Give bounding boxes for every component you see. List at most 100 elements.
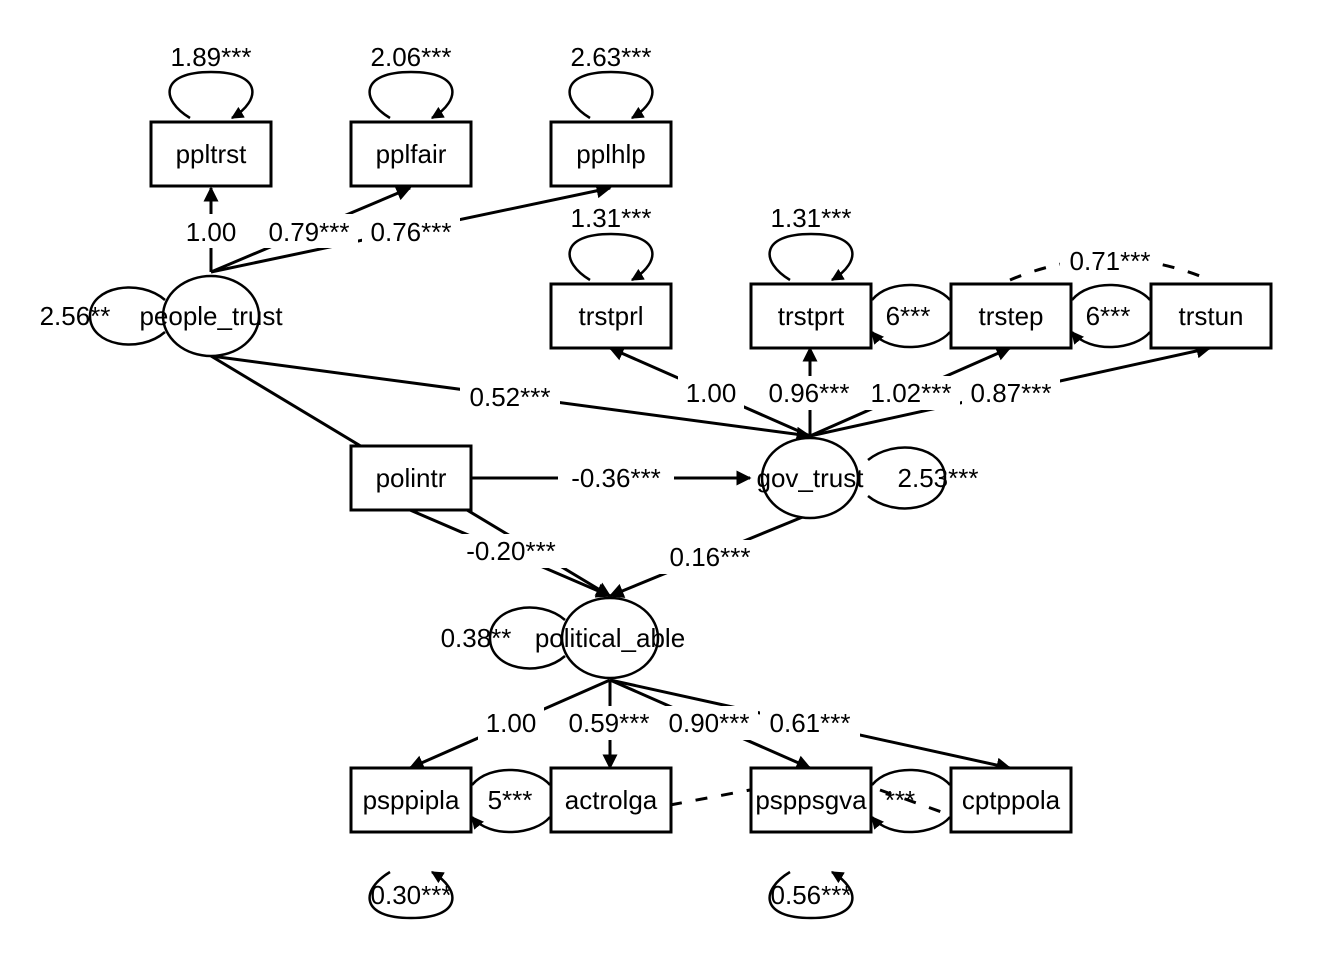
var-psppipla: 0.30*** bbox=[371, 880, 452, 910]
path-people-gov: 0.52*** bbox=[470, 382, 551, 412]
loop-political-able bbox=[488, 606, 566, 670]
cov-loop-trstprt-trstep bbox=[872, 283, 951, 349]
box-pplfair[interactable] bbox=[349, 120, 473, 188]
box-actrolga[interactable] bbox=[549, 766, 673, 834]
var-trstprl: 1.31*** bbox=[571, 203, 652, 233]
load-able-cptppola: 0.61*** bbox=[770, 708, 851, 738]
bg-load-pplfair bbox=[262, 214, 358, 248]
load-gov-trstprl: 1.00 bbox=[686, 378, 737, 408]
bg-load-pplhlp bbox=[362, 214, 460, 248]
box-ppltrst[interactable] bbox=[149, 120, 273, 188]
loop-psppsgva bbox=[768, 870, 854, 920]
bg-load-ppltrst bbox=[178, 214, 244, 248]
label-polintr: polintr bbox=[376, 463, 447, 493]
label-trstun: trstun bbox=[1178, 301, 1243, 331]
label-cptppola: cptppola bbox=[962, 785, 1061, 815]
load-people-pplhlp: 0.76*** bbox=[371, 217, 452, 247]
label-pplhlp: pplhlp bbox=[576, 139, 645, 169]
loop-pplfair bbox=[368, 70, 454, 120]
estimate-labels: 1.89*** 2.06*** 2.63*** 1.31*** 1.31*** … bbox=[40, 42, 1151, 910]
box-polintr[interactable] bbox=[349, 444, 473, 512]
load-people-ppltrst: 1.00 bbox=[186, 217, 237, 247]
bg-load-trstun bbox=[962, 376, 1060, 410]
path-gov-able: 0.16*** bbox=[670, 542, 751, 572]
label-gov-trust: gov_trust bbox=[757, 463, 865, 493]
label-people-trust: people_trust bbox=[139, 301, 283, 331]
variance-loops bbox=[88, 70, 1151, 920]
var-ppltrst: 1.89*** bbox=[171, 42, 252, 72]
path-polintr-gov: -0.36*** bbox=[571, 463, 661, 493]
cov-label-trstep-trstun: 6*** bbox=[1086, 301, 1131, 331]
cov-loop-trstep-trstun bbox=[1072, 283, 1151, 349]
label-actrolga: actrolga bbox=[565, 785, 658, 815]
path-polintr-able: -0.20*** bbox=[466, 536, 556, 566]
label-trstprt: trstprt bbox=[778, 301, 845, 331]
cov-label-trstprt-trstun: 0.71*** bbox=[1070, 246, 1151, 276]
loop-trstprt bbox=[768, 232, 854, 282]
load-gov-trstep: 1.02*** bbox=[871, 378, 952, 408]
cov-trstprt-trstun bbox=[1009, 257, 1211, 282]
latent-political-able[interactable] bbox=[560, 596, 660, 680]
label-ppltrst: ppltrst bbox=[176, 139, 248, 169]
cov-label-psppsgva-cptppola: *** bbox=[885, 785, 915, 815]
box-cptppola[interactable] bbox=[949, 766, 1073, 834]
box-psppipla[interactable] bbox=[349, 766, 473, 834]
loop-trstprl bbox=[568, 232, 654, 282]
load-people-pplfair: 0.79*** bbox=[269, 217, 350, 247]
loop-gov-trust bbox=[867, 446, 947, 510]
box-trstprt[interactable] bbox=[749, 282, 873, 350]
bg-load-cptppola bbox=[760, 706, 860, 740]
bg-load-trstep bbox=[862, 376, 960, 410]
cov-loop-psppipla-actrolga bbox=[472, 768, 551, 834]
latent-nodes bbox=[161, 274, 860, 680]
cov-label-trstprt-trstep: 6*** bbox=[886, 301, 931, 331]
cov-psppsgva-cptppola bbox=[879, 788, 951, 817]
bg-load-trstprl bbox=[678, 376, 744, 410]
loop-people-trust bbox=[88, 286, 166, 346]
box-trstun[interactable] bbox=[1149, 282, 1273, 350]
latent-people-trust[interactable] bbox=[161, 274, 261, 358]
bg-load-actrolga bbox=[560, 706, 658, 740]
observed-nodes bbox=[149, 120, 1273, 834]
bg-path-polintr-gov bbox=[558, 461, 674, 495]
bg-path-polintr-able bbox=[456, 534, 566, 568]
box-psppsgva[interactable] bbox=[749, 766, 873, 834]
label-pplfair: pplfair bbox=[376, 139, 447, 169]
bg-cov-trstprt-trstun bbox=[1060, 244, 1160, 278]
bg-load-trstprt bbox=[760, 376, 858, 410]
box-pplhlp[interactable] bbox=[549, 120, 673, 188]
bg-path-gov-able bbox=[660, 540, 760, 574]
node-labels: ppltrst pplfair pplhlp trstprl trstprt t… bbox=[139, 139, 1243, 815]
load-able-psppipla: 1.00 bbox=[486, 708, 537, 738]
var-gov-trust: 2.53*** bbox=[898, 463, 979, 493]
var-pplhlp: 2.63*** bbox=[571, 42, 652, 72]
cov-loop-psppsgva-cptppola bbox=[872, 768, 951, 834]
box-trstprl[interactable] bbox=[549, 282, 673, 350]
load-able-actrolga: 0.59*** bbox=[569, 708, 650, 738]
loop-ppltrst bbox=[168, 70, 254, 120]
cov-label-psppipla-actrolga: 5*** bbox=[488, 785, 533, 815]
label-backgrounds bbox=[178, 214, 1160, 740]
load-able-psppsgva: 0.90*** bbox=[669, 708, 750, 738]
box-trstep[interactable] bbox=[949, 282, 1073, 350]
label-political-able: political_able bbox=[535, 623, 685, 653]
load-gov-trstun: 0.87*** bbox=[971, 378, 1052, 408]
load-gov-trstprt: 0.96*** bbox=[769, 378, 850, 408]
label-psppipla: psppipla bbox=[363, 785, 460, 815]
loop-pplhlp bbox=[568, 70, 654, 120]
label-trstprl: trstprl bbox=[579, 301, 644, 331]
var-people-trust: 2.56** bbox=[40, 301, 111, 331]
label-psppsgva: psppsgva bbox=[755, 785, 867, 815]
var-psppsgva: 0.56*** bbox=[771, 880, 852, 910]
loop-psppipla bbox=[368, 870, 454, 920]
var-political-able: 0.38** bbox=[441, 623, 512, 653]
bg-path-people-gov bbox=[460, 380, 560, 414]
latent-gov-trust[interactable] bbox=[760, 436, 860, 520]
cov-actrolga-psppsgva bbox=[669, 788, 751, 807]
label-trstep: trstep bbox=[978, 301, 1043, 331]
bg-load-psppsgva bbox=[660, 706, 758, 740]
var-trstprt: 1.31*** bbox=[771, 203, 852, 233]
bg-load-psppipla bbox=[478, 706, 544, 740]
var-pplfair: 2.06*** bbox=[371, 42, 452, 72]
